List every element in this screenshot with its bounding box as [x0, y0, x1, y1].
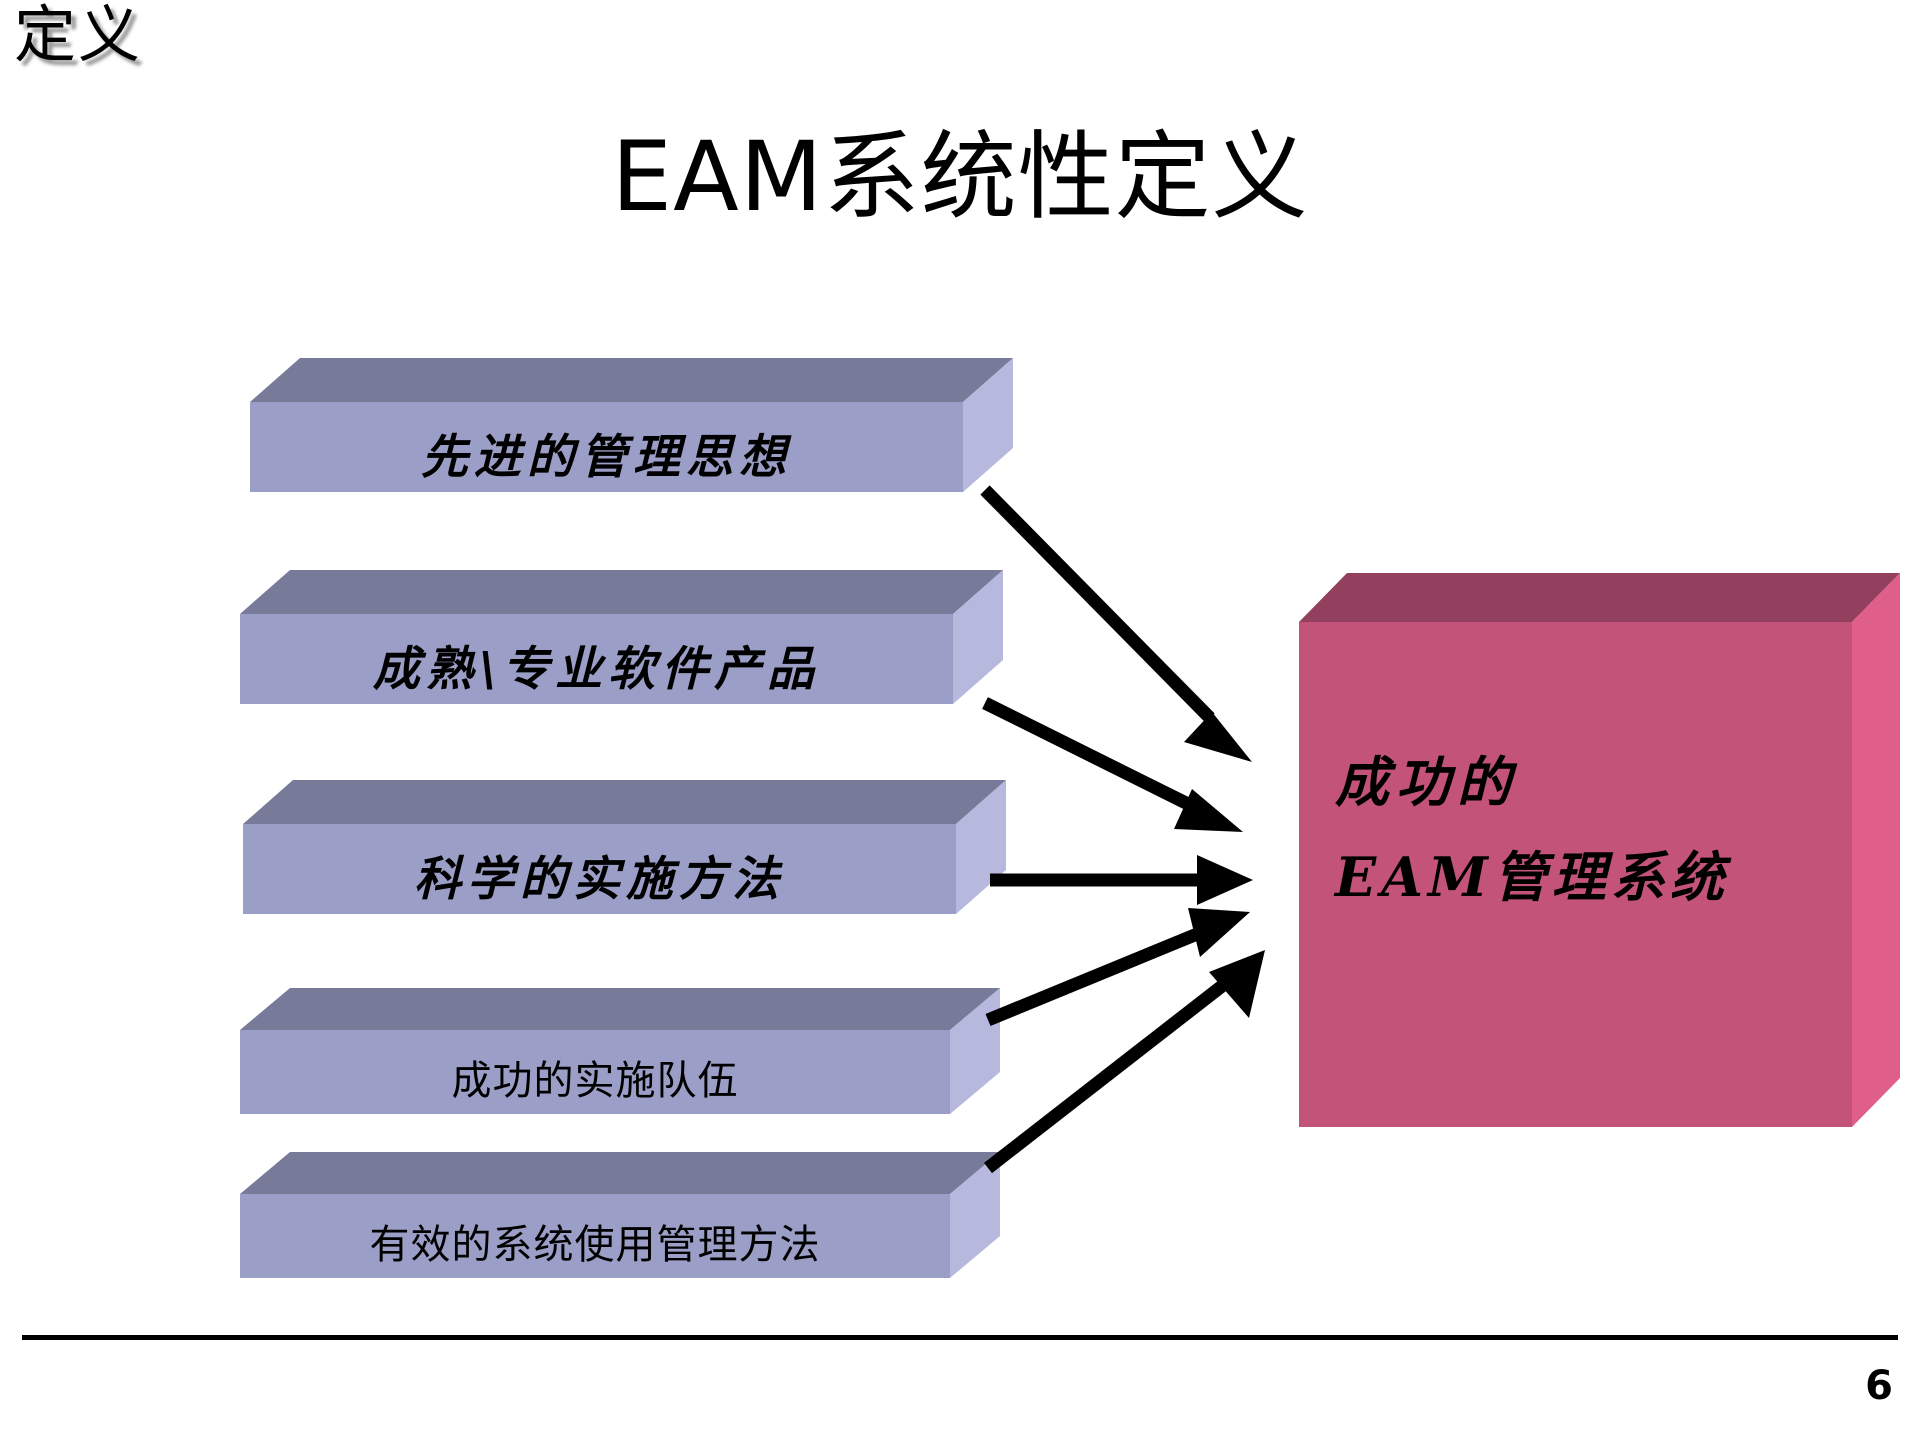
arrowhead: [1184, 712, 1252, 762]
box-front-face: [250, 402, 963, 492]
box-top-face: [243, 780, 1006, 824]
arrow-group: [980, 485, 1265, 1174]
box-front-face: [240, 614, 953, 704]
box-top-face: [240, 570, 1003, 614]
box-top-face: [240, 988, 1000, 1030]
arrow-4: [985, 908, 1250, 1027]
box-top-face: [250, 358, 1013, 402]
source-box-3-label: 科学的实施方法: [414, 852, 785, 907]
target-box-line-2: EAM管理系统: [1335, 844, 1729, 909]
box-side-face: [950, 1152, 1000, 1278]
box-top-face: [240, 1152, 1000, 1194]
source-box-2-label: 成熟\专业软件产品: [372, 642, 821, 697]
source-box-4[interactable]: [240, 988, 1000, 1114]
box-top-face: [1299, 573, 1900, 622]
target-box-line-1: 成功的: [1335, 750, 1518, 814]
source-box-5[interactable]: [240, 1152, 1000, 1278]
box-side-face: [963, 358, 1013, 492]
footer-divider: [22, 1335, 1898, 1340]
source-box-2[interactable]: [240, 570, 1003, 704]
arrowhead: [1197, 855, 1253, 905]
arrow-2: [982, 697, 1243, 832]
box-side-face: [950, 988, 1000, 1114]
arrow-3: [990, 855, 1253, 905]
page-title: EAM系统性定义: [611, 121, 1309, 233]
box-side-face: [1852, 573, 1900, 1127]
source-box-4-label: 成功的实施队伍: [451, 1058, 739, 1104]
arrow-1: [980, 485, 1252, 762]
source-box-5-label: 有效的系统使用管理方法: [369, 1222, 821, 1268]
box-side-face: [953, 570, 1003, 704]
box-front-face: [243, 824, 956, 914]
target-box-label: 成功的 EAM管理系统: [1335, 735, 1805, 924]
box-front-face: [1299, 622, 1852, 1127]
arrowhead: [1174, 789, 1243, 832]
arrow-5: [984, 950, 1265, 1174]
box-front-face: [240, 1194, 950, 1278]
source-box-1-label: 先进的管理思想: [421, 430, 792, 485]
target-box[interactable]: [1299, 573, 1900, 1127]
arrowhead: [1188, 908, 1250, 957]
arrowhead: [1209, 950, 1265, 1018]
source-box-1[interactable]: [250, 358, 1013, 492]
box-front-face: [240, 1030, 950, 1114]
page-number: 6: [1865, 1363, 1893, 1409]
slide-header-label: 定义: [14, 0, 143, 71]
